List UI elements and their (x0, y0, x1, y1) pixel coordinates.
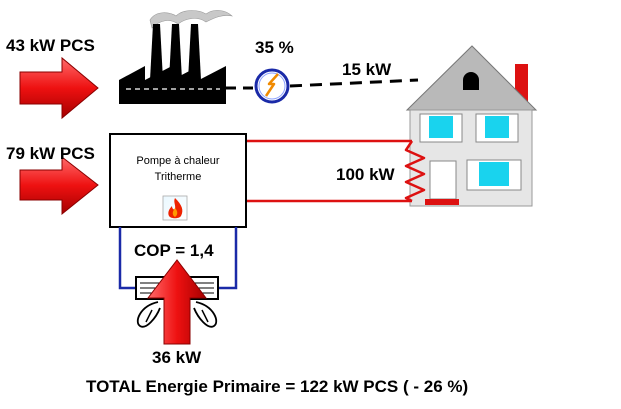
pump-line2: Tritherme (155, 171, 202, 183)
efficiency-label: 35 % (255, 38, 294, 57)
cop-label: COP = 1,4 (134, 241, 214, 260)
input-top-label: 43 kW PCS (6, 36, 95, 55)
input-arrow-mid (19, 155, 99, 216)
electric-line-right (289, 78, 419, 88)
ambient-power-label: 36 kW (152, 348, 202, 367)
flame-icon (162, 195, 188, 221)
ambient-arrow (146, 259, 208, 345)
heat-pipes (246, 139, 426, 203)
input-mid-label: 79 kW PCS (6, 144, 95, 163)
heat-power-label: 100 kW (336, 165, 396, 184)
elec-power-label: 15 kW (342, 60, 392, 79)
input-arrow-top (19, 56, 99, 120)
ambient-loop (118, 227, 238, 290)
total-label: TOTAL Energie Primaire = 122 kW PCS ( - … (86, 377, 468, 396)
pump-line1: Pompe à chaleur (136, 155, 219, 167)
factory-icon (119, 10, 233, 104)
house-icon (405, 45, 538, 207)
generator-icon (254, 68, 290, 104)
